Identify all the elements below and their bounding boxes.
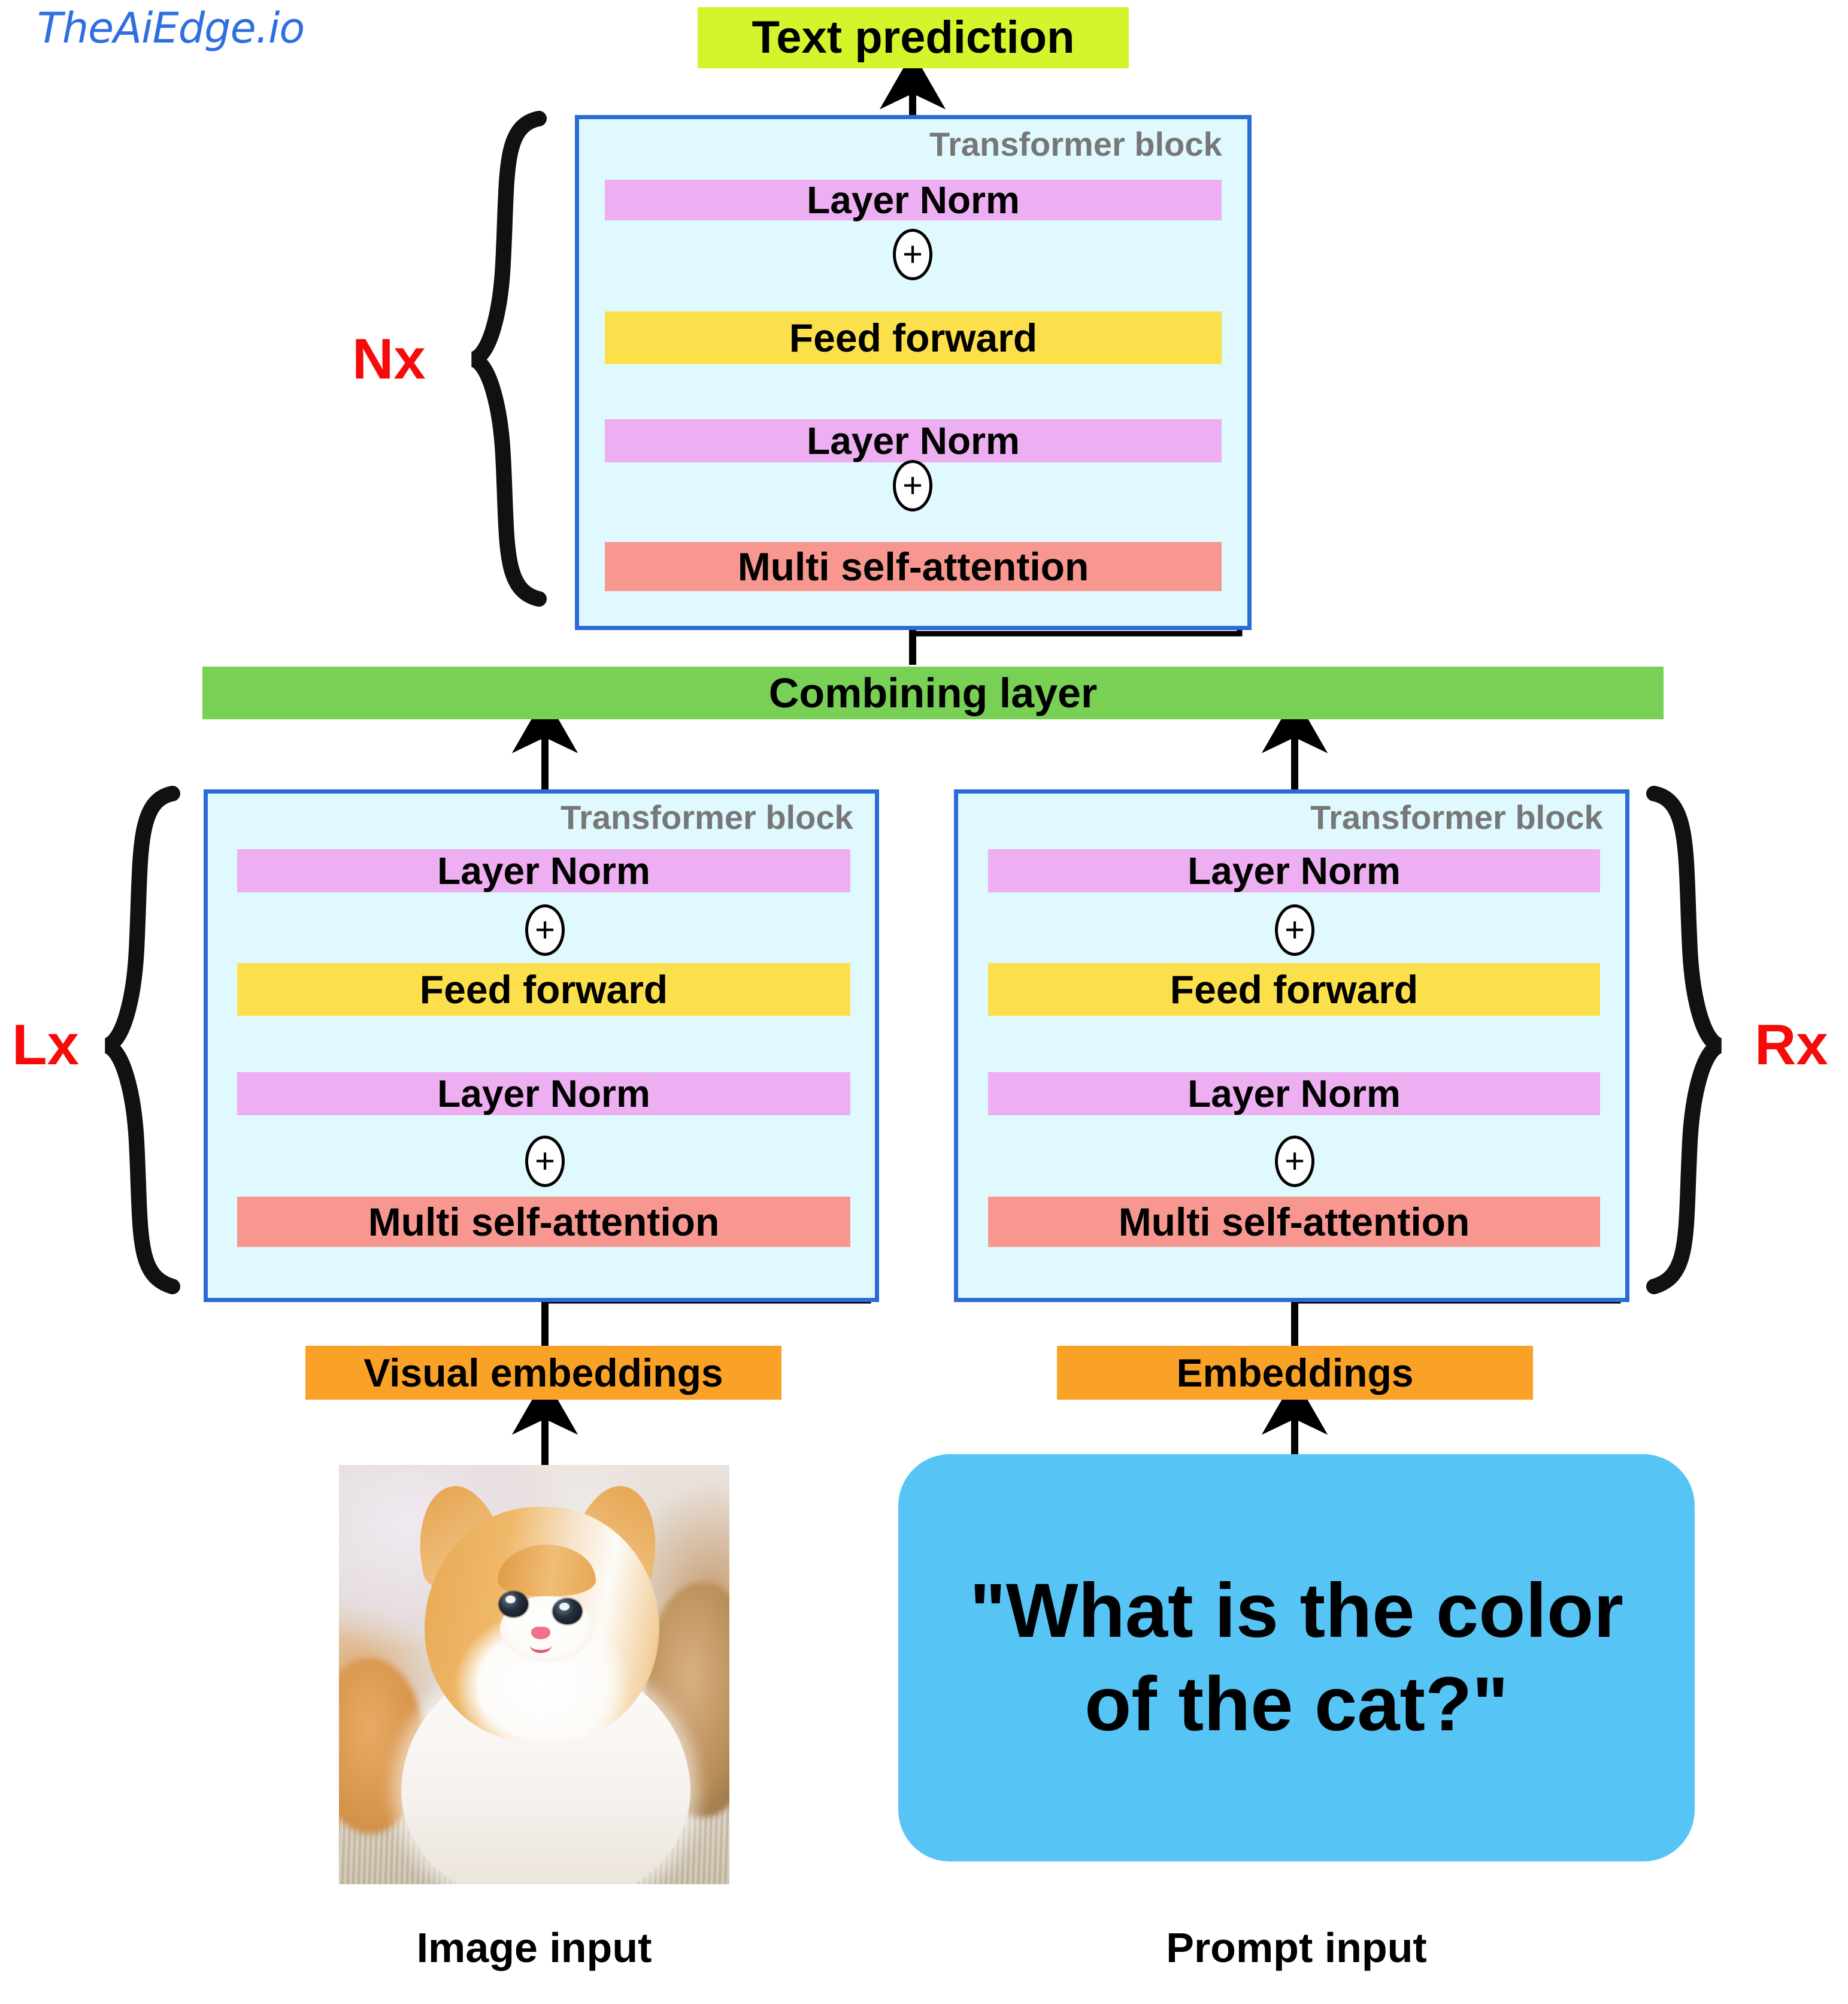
plus-icon: +	[535, 910, 555, 949]
plus-icon: +	[902, 235, 923, 274]
kitten-forehead	[497, 1544, 596, 1596]
text-layer-norm-top: Layer Norm	[988, 849, 1600, 892]
vision-repeat-label: Lx	[12, 1013, 80, 1077]
text-repeat-label: Rx	[1755, 1013, 1828, 1077]
decoder-residual-add-ff: +	[893, 229, 932, 280]
layer-label: Layer Norm	[807, 419, 1020, 462]
text-block-label: Transformer block	[1310, 798, 1603, 836]
combining-layer: Combining layer	[202, 667, 1664, 719]
kitten-nose	[531, 1626, 550, 1640]
vision-layer-norm-bottom: Layer Norm	[237, 1072, 850, 1115]
decoder-repeat-label: Nx	[352, 327, 426, 391]
vision-block-label: Transformer block	[561, 798, 853, 836]
layer-label: Feed forward	[1170, 967, 1419, 1012]
decoder-residual-add-attn: +	[893, 460, 932, 511]
text-embeddings-box: Embeddings	[1057, 1346, 1533, 1400]
prompt-line-1: "What is the color	[970, 1567, 1623, 1654]
plus-icon: +	[1284, 910, 1305, 949]
prompt-line-2: of the cat?"	[1084, 1661, 1508, 1747]
layer-label: Layer Norm	[437, 1072, 650, 1115]
layer-label: Multi self-attention	[1118, 1200, 1470, 1244]
vision-residual-add-attn: +	[525, 1136, 565, 1187]
vision-multi-self-attention: Multi self-attention	[237, 1197, 850, 1247]
text-residual-add-attn: +	[1275, 1136, 1314, 1187]
kitten-head	[425, 1507, 659, 1742]
layer-label: Feed forward	[419, 967, 668, 1012]
decoder-block-label: Transformer block	[929, 125, 1222, 163]
kitten-mouth	[530, 1639, 552, 1654]
decoder-layer-norm-bottom: Layer Norm	[605, 419, 1222, 462]
text-multi-self-attention: Multi self-attention	[988, 1197, 1600, 1247]
plus-icon: +	[535, 1142, 555, 1180]
combining-layer-label: Combining layer	[768, 670, 1098, 716]
decoder-feed-forward: Feed forward	[605, 311, 1222, 364]
visual-embeddings-label: Visual embeddings	[363, 1351, 723, 1395]
vision-feed-forward: Feed forward	[237, 963, 850, 1016]
plus-icon: +	[1284, 1142, 1305, 1180]
layer-label: Layer Norm	[807, 178, 1020, 222]
image-input-photo	[339, 1465, 729, 1884]
layer-label: Layer Norm	[1187, 849, 1401, 892]
text-layer-norm-bottom: Layer Norm	[988, 1072, 1600, 1115]
kitten-eye-left	[498, 1591, 528, 1618]
vision-residual-add-ff: +	[525, 904, 565, 956]
layer-label: Layer Norm	[1187, 1072, 1401, 1115]
layer-label: Multi self-attention	[368, 1200, 720, 1244]
layer-label: Multi self-attention	[737, 544, 1089, 589]
text-prediction-label: Text prediction	[752, 12, 1075, 63]
text-embeddings-label: Embeddings	[1176, 1351, 1414, 1395]
decoder-layer-norm-top: Layer Norm	[605, 180, 1222, 220]
layer-label: Layer Norm	[437, 849, 650, 892]
plus-icon: +	[902, 466, 923, 505]
visual-embeddings-box: Visual embeddings	[305, 1346, 781, 1400]
kitten-eye-right	[552, 1598, 582, 1624]
vision-layer-norm-top: Layer Norm	[237, 849, 850, 892]
text-prediction-box: Text prediction	[698, 7, 1129, 68]
image-input-caption: Image input	[416, 1924, 652, 1971]
watermark: TheAiEdge.io	[37, 4, 305, 53]
decoder-multi-self-attention: Multi self-attention	[605, 542, 1222, 591]
layer-label: Feed forward	[789, 316, 1038, 360]
prompt-input-caption: Prompt input	[1166, 1924, 1427, 1971]
text-residual-add-ff: +	[1275, 904, 1314, 956]
text-feed-forward: Feed forward	[988, 963, 1600, 1016]
prompt-input-box: "What is the color of the cat?"	[898, 1454, 1695, 1861]
